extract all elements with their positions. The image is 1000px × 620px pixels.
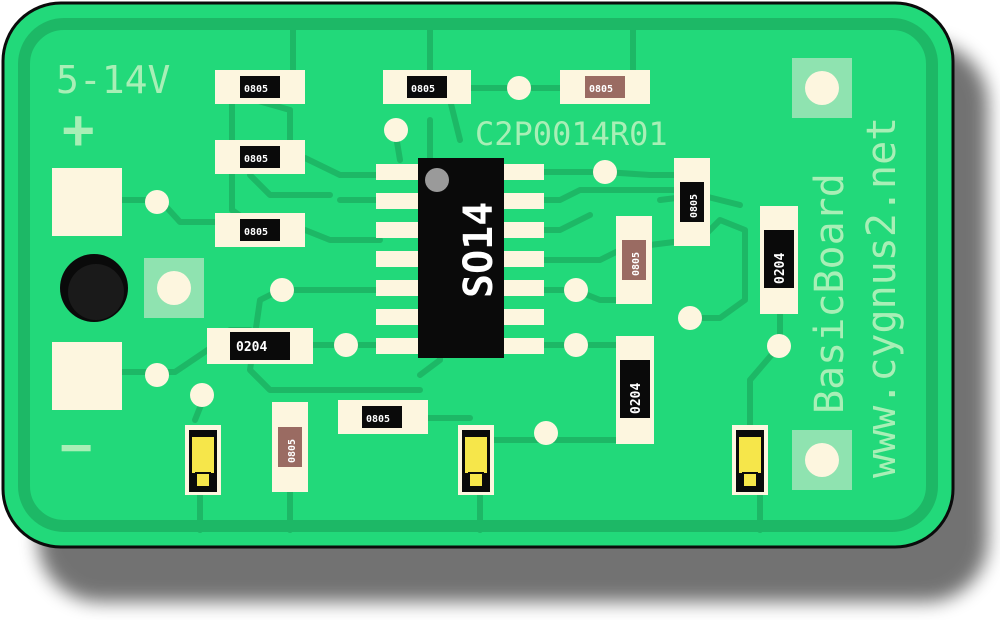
via <box>145 363 169 387</box>
resistor-0805-f: 0805 <box>338 400 428 434</box>
ic-pin1-marker <box>425 168 449 192</box>
resistor-0805-c: 0805 <box>560 70 650 104</box>
ic-pin <box>500 280 544 296</box>
ic-pin <box>376 251 420 267</box>
power-minus-pad <box>52 342 122 410</box>
minus-label: − <box>60 415 93 478</box>
via <box>564 333 588 357</box>
resistor-0204-c-label: 0204 <box>629 383 644 414</box>
resistor-0805-h-label: 0805 <box>631 252 642 276</box>
via <box>270 278 294 302</box>
resistor-0204-b-label: 0204 <box>773 253 788 284</box>
chip-label: SO14 <box>456 202 502 298</box>
resistor-0805-e: 0805 <box>215 213 305 247</box>
resistor-0805-i-label: 0805 <box>287 439 298 463</box>
via <box>564 278 588 302</box>
ic-pin <box>500 222 544 238</box>
via <box>678 306 702 330</box>
ic-body <box>418 158 504 358</box>
ic-pin <box>376 338 420 354</box>
hole-highlight <box>68 264 124 320</box>
led-3 <box>732 425 768 495</box>
ic-pins-right <box>500 164 544 354</box>
url-label: www.cygnus2.net <box>859 117 905 478</box>
resistor-0805-d-label: 0805 <box>244 154 268 165</box>
via <box>190 383 214 407</box>
voltage-label: 5-14V <box>56 58 170 102</box>
ic-pin <box>376 280 420 296</box>
resistor-0805-f-label: 0805 <box>366 414 390 425</box>
brand-label: BasicBoard <box>807 173 853 414</box>
ic-pins-left <box>376 164 420 354</box>
ic-pin <box>376 222 420 238</box>
via <box>384 118 408 142</box>
ic-pin <box>500 193 544 209</box>
resistor-0805-i: 0805 <box>272 402 308 492</box>
ic-pin <box>500 251 544 267</box>
part-number-label: C2P0014R01 <box>475 115 668 153</box>
resistor-0204-a: 0204 <box>207 328 313 364</box>
plus-label: + <box>62 98 95 161</box>
ic-pin <box>500 164 544 180</box>
resistor-0805-a-label: 0805 <box>244 84 268 95</box>
test-pad-bottom-right-hole <box>805 443 839 477</box>
resistor-0204-a-label: 0204 <box>236 340 267 355</box>
resistor-0204-c: 0204 <box>616 336 654 444</box>
resistor-0805-b-label: 0805 <box>411 84 435 95</box>
resistor-0805-b: 0805 <box>383 70 471 104</box>
resistor-0805-g: 0805 <box>674 158 710 246</box>
led-2 <box>458 425 494 495</box>
power-plus-pad <box>52 168 122 236</box>
test-pad-left-hole <box>157 271 191 305</box>
ic-pin <box>376 309 420 325</box>
resistor-0805-g-label: 0805 <box>689 194 700 218</box>
led-1 <box>185 425 221 495</box>
ic-pin <box>376 164 420 180</box>
via <box>334 333 358 357</box>
via <box>593 160 617 184</box>
resistor-0805-e-label: 0805 <box>244 227 268 238</box>
via <box>767 334 791 358</box>
ic-pin <box>500 338 544 354</box>
vias <box>145 76 791 445</box>
via <box>507 76 531 100</box>
resistor-0805-c-label: 0805 <box>589 84 613 95</box>
resistor-0204-b: 0204 <box>760 206 798 314</box>
resistor-0805-h: 0805 <box>616 216 652 304</box>
via <box>145 190 169 214</box>
via <box>534 421 558 445</box>
ic-pin <box>376 193 420 209</box>
resistor-0805-a: 0805 <box>215 70 305 104</box>
resistor-0805-d: 0805 <box>215 140 305 174</box>
ic-pin <box>500 309 544 325</box>
test-pad-top-right-hole <box>805 71 839 105</box>
